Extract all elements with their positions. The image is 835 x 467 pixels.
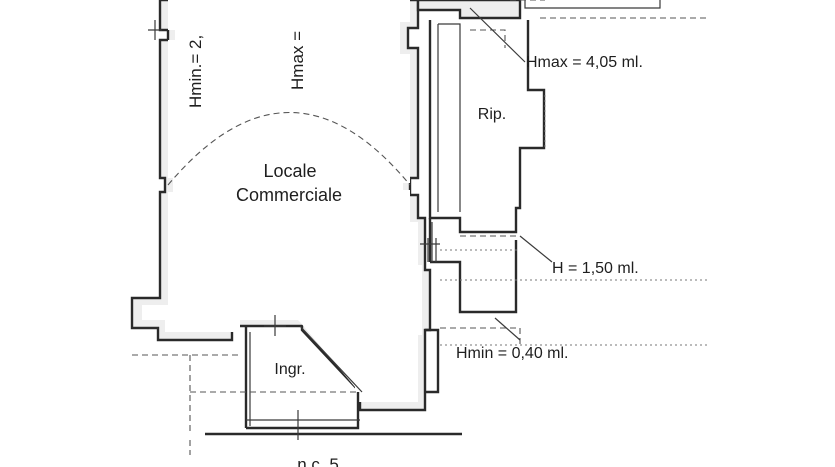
grid-marks bbox=[148, 20, 286, 336]
main-room-floor bbox=[142, 0, 422, 402]
service-block-walls bbox=[416, 0, 546, 394]
street-lines bbox=[189, 410, 462, 455]
leader-lines bbox=[469, 7, 553, 341]
entrance-walls bbox=[132, 325, 363, 432]
parcel-label: n.c. 5 bbox=[297, 455, 339, 467]
height-label-h: H = 1,50 ml. bbox=[552, 260, 639, 277]
room-label-rip: Rip. bbox=[478, 106, 506, 123]
height-label-hmax-vertical: Hmax = bbox=[288, 31, 307, 90]
room-label-locale: Locale bbox=[263, 161, 316, 181]
room-label-commerciale: Commerciale bbox=[236, 185, 342, 205]
exterior-outline bbox=[440, 0, 710, 346]
height-label-hmin-vertical: Hmin.= 2, bbox=[186, 35, 205, 108]
room-label-ingr: Ingr. bbox=[274, 361, 305, 378]
arch-dashed-line bbox=[167, 112, 411, 186]
height-label-hmax: Hmax = 4,05 ml. bbox=[526, 54, 643, 71]
height-label-hmin: Hmin = 0,40 ml. bbox=[456, 345, 568, 362]
